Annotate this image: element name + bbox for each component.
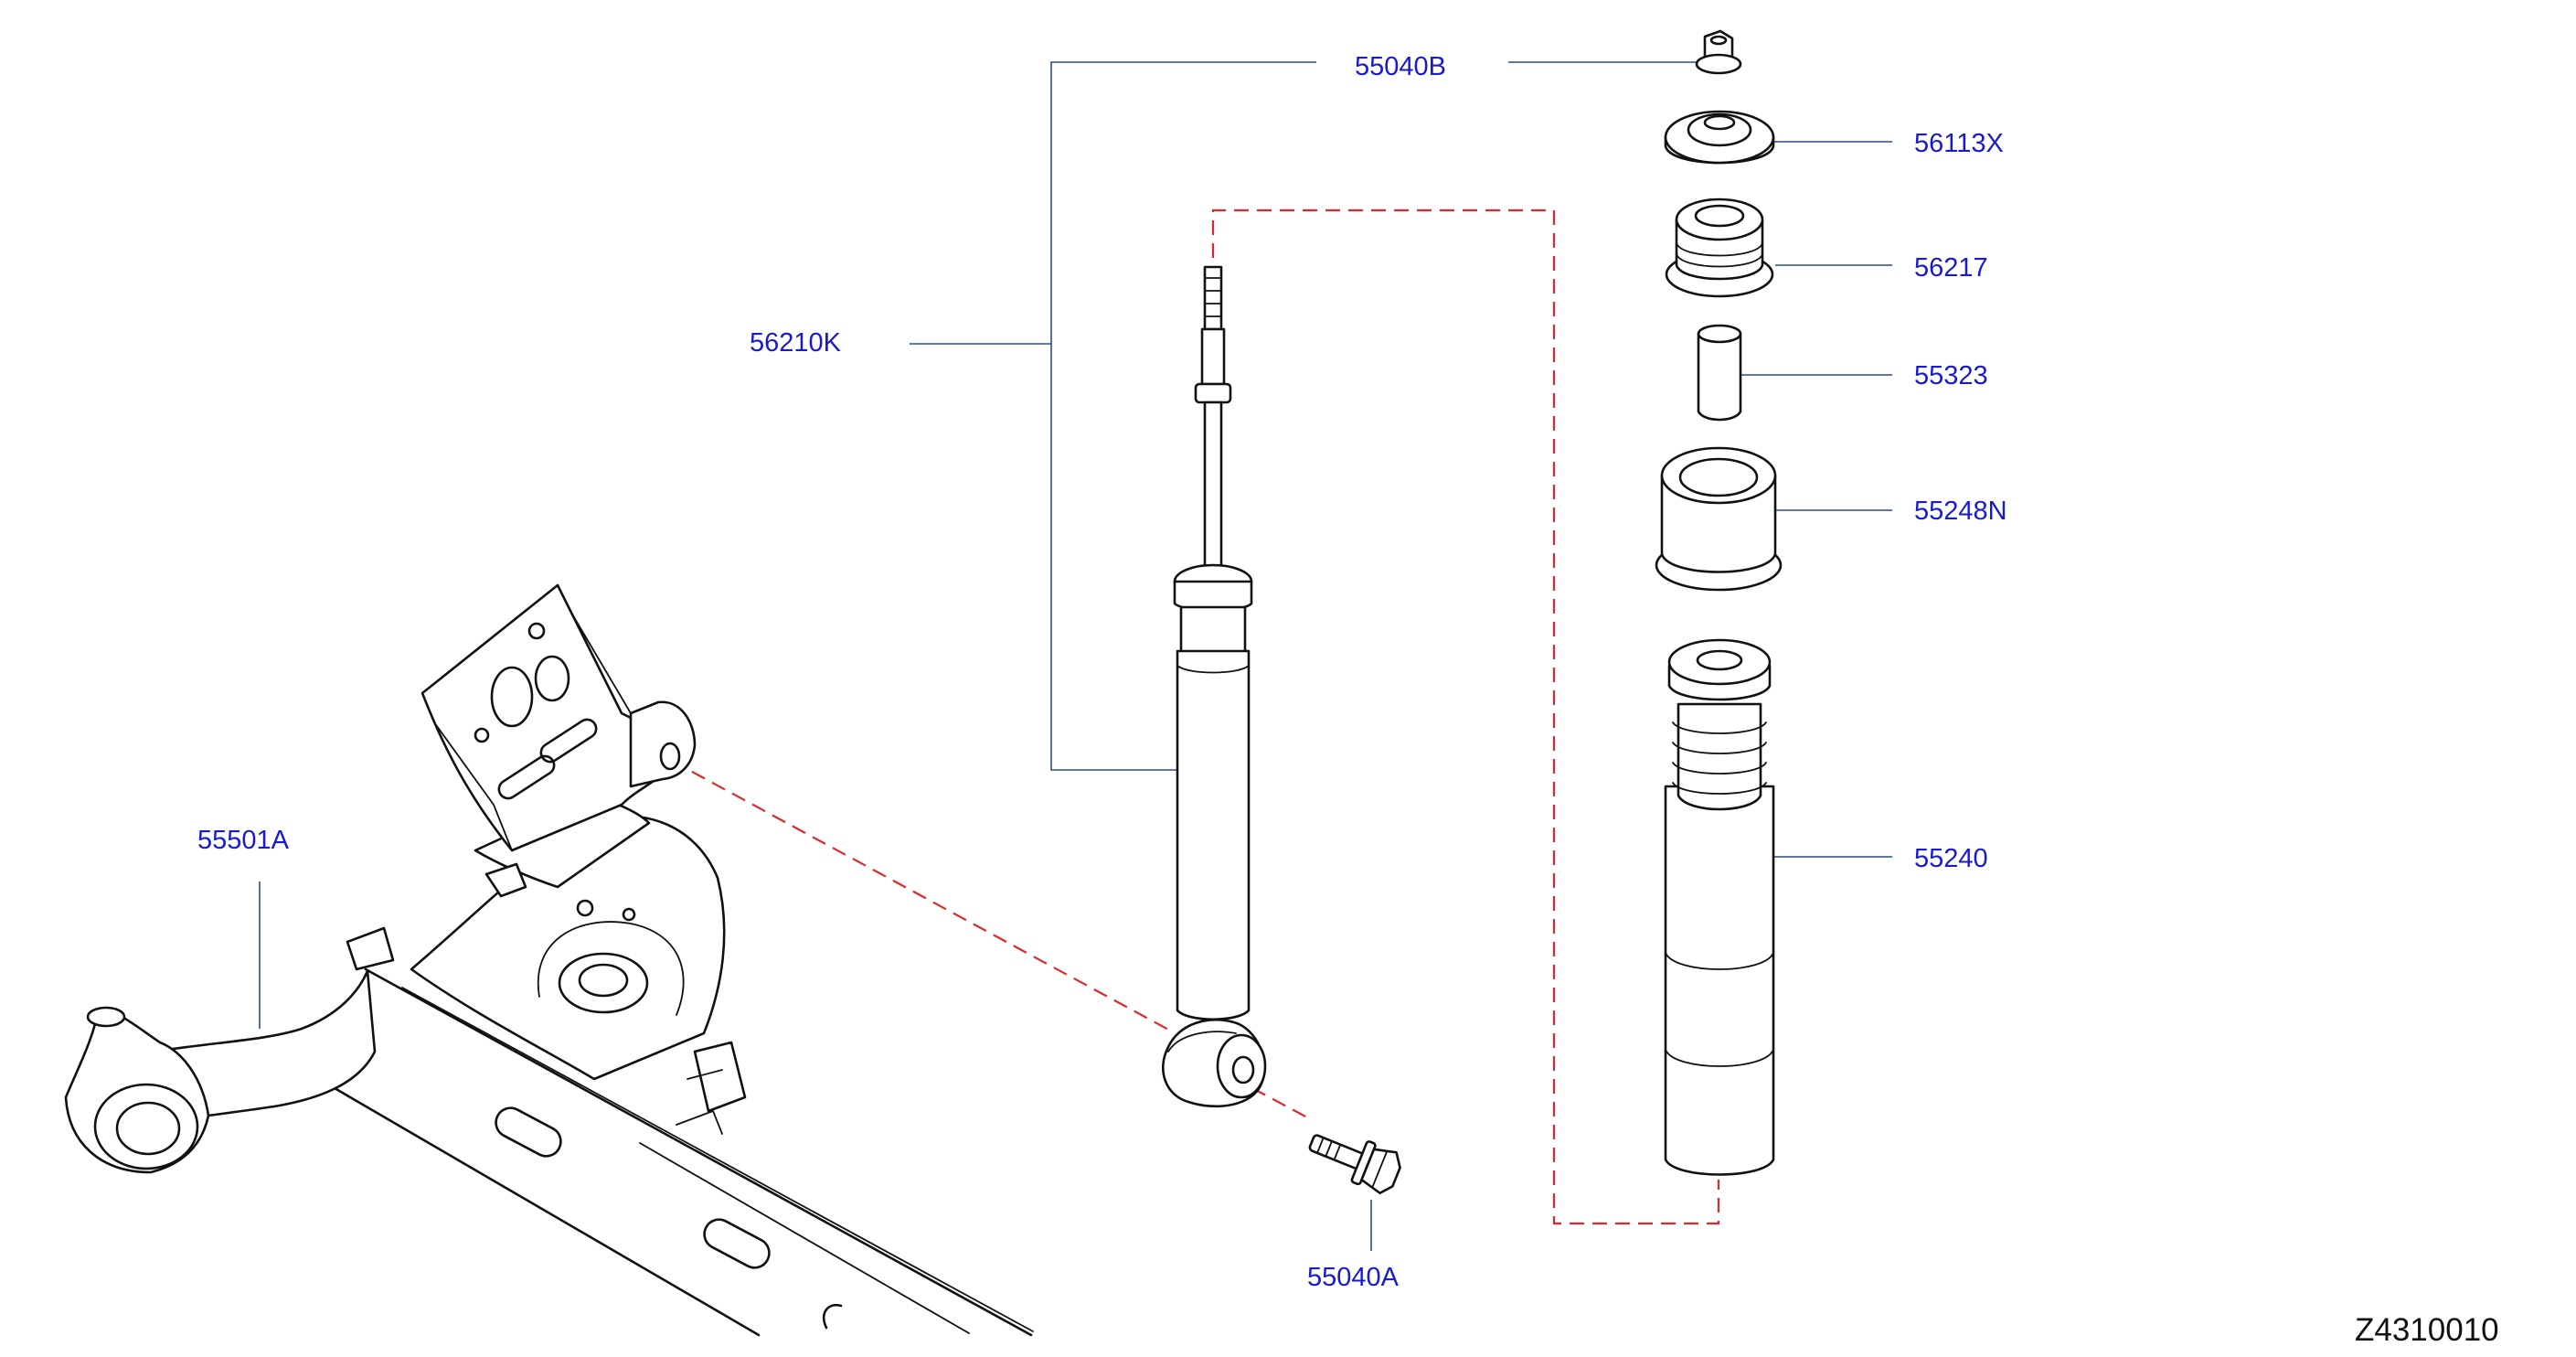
tube-top	[1697, 324, 1742, 344]
trailing-arm	[154, 969, 377, 1119]
cup-recess	[1678, 457, 1759, 497]
dashed-line-shock-to-boot	[1211, 208, 1720, 1225]
shock-mount-tower-hole	[474, 727, 490, 743]
axle-beam-slot	[822, 1303, 843, 1330]
shock-mount-eye-hole	[659, 742, 681, 771]
bumper-bellows-ring	[1672, 721, 1767, 734]
dashed-line-axle-to-shock	[671, 760, 1173, 1032]
shock-lower-bushing-hole	[1231, 1055, 1255, 1085]
bolt-thread	[1333, 1143, 1342, 1161]
bound-bumper-dust-boot	[1664, 638, 1775, 1176]
shock-absorber	[1161, 265, 1267, 1108]
rubber-ridge	[1676, 253, 1763, 268]
mounting-rubber	[1665, 198, 1774, 298]
upper-washer	[1664, 110, 1775, 165]
lower-mount-bolt	[1308, 1134, 1401, 1195]
rubber-ridge	[1676, 242, 1763, 257]
axle-beam-flange-edge	[639, 1142, 970, 1334]
leader-55040B-bracket	[1050, 61, 1316, 771]
axle-beam-top-edge	[364, 967, 1033, 1337]
bumper-bellows-ring	[1672, 782, 1767, 795]
shock-piston-rod	[1203, 401, 1223, 569]
part-label-55040B: 55040B	[1355, 52, 1446, 81]
shock-rod-shoulder	[1200, 327, 1226, 386]
part-label-55501A: 55501A	[197, 826, 289, 855]
axle-clip	[484, 862, 527, 898]
diagram-reference-code: Z4310010	[2355, 1312, 2499, 1348]
nut-flange	[1695, 53, 1742, 75]
bumper-bellows-ring	[1672, 762, 1767, 775]
boot-cover	[1664, 785, 1775, 1176]
rear-axle-beam	[64, 583, 1034, 1337]
spring-seat-hole	[622, 907, 636, 922]
axle-bracket-tab	[693, 1041, 747, 1113]
part-label-55240: 55240	[1914, 844, 1988, 873]
axle-beam-slot	[703, 1218, 771, 1269]
leader-lines	[259, 61, 1892, 1251]
part-label-56210K: 56210K	[750, 328, 841, 358]
boot-section-line	[1665, 952, 1774, 970]
shock-mount-tower-slot	[497, 754, 556, 800]
shock-rod-collar	[1194, 382, 1232, 404]
bumper-head-hole	[1696, 649, 1743, 671]
bolt-thread	[1316, 1137, 1325, 1154]
part-label-56217: 56217	[1914, 253, 1988, 283]
top-mount-nut	[1695, 29, 1742, 75]
rubber-hole	[1694, 204, 1745, 228]
bolt-hex-head	[1360, 1148, 1401, 1195]
trailing-arm-bushing-inner	[115, 1101, 181, 1156]
shock-body	[1176, 649, 1251, 1021]
axle-beam-mid-edge	[333, 1086, 761, 1337]
shock-piston-rod-thread	[1203, 265, 1223, 331]
bound-bumper-cup	[1655, 446, 1783, 592]
shock-mount-tower-face	[421, 692, 513, 851]
bumper-bellows-ring	[1672, 742, 1767, 754]
shock-mount-tower-hole	[490, 666, 534, 728]
shock-mount-tower-hole	[534, 655, 570, 702]
trailing-arm-bushing-cap	[86, 1006, 126, 1028]
shock-mount-tower-hole	[527, 622, 546, 640]
bumper-bellows	[1677, 702, 1762, 811]
tube-body	[1697, 332, 1742, 422]
axle-bracket-tab-fold	[676, 1069, 723, 1135]
bolt-hex-facet	[1371, 1150, 1389, 1189]
shock-lower-eye-edge	[1167, 1031, 1237, 1052]
spring-seat-rim	[537, 921, 685, 1016]
axle-clip	[346, 926, 395, 971]
shock-body-seam	[1176, 665, 1250, 674]
bolt-thread	[1325, 1140, 1333, 1158]
spring-seat-hole	[576, 899, 594, 917]
part-label-56113X: 56113X	[1914, 129, 2004, 158]
washer-hole	[1703, 114, 1736, 131]
shock-mount-eye	[629, 700, 697, 788]
part-label-55323: 55323	[1914, 361, 1988, 390]
nut-hole	[1709, 35, 1728, 46]
distance-tube	[1697, 324, 1742, 422]
dashed-line-shock-to-bolt	[1251, 1087, 1308, 1118]
shock-mount-tower-face	[557, 584, 632, 714]
part-label-55040A: 55040A	[1307, 1263, 1399, 1292]
assembly-dashed-lines	[671, 208, 1720, 1225]
boot-section-line	[1665, 1049, 1774, 1067]
spring-seat-boss-inner	[578, 963, 629, 998]
axle-beam-inner-edge	[401, 987, 1034, 1332]
axle-beam-slot	[495, 1106, 562, 1158]
part-label-55248N: 55248N	[1914, 497, 2007, 526]
